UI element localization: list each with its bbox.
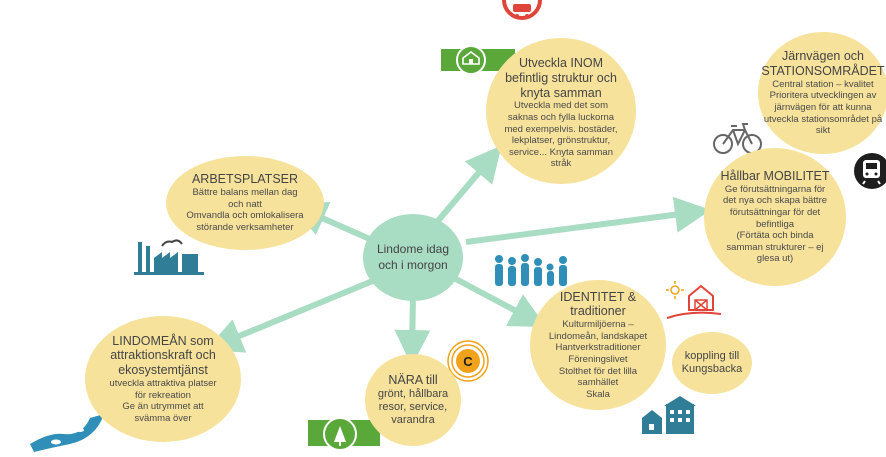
bubble-lindomean: LINDOMEÅN som attraktionskraft och ekosy… [85, 316, 241, 442]
arbetsplatser-title: ARBETSPLATSER [191, 172, 299, 187]
center-bubble: Lindome idag och i morgon [363, 214, 463, 301]
barn-sun-icon [663, 280, 723, 327]
inom-line: saknas och fylla luckorna [507, 111, 615, 123]
houses-icon [640, 396, 698, 441]
inom-line: service... Knyta samman [508, 146, 613, 158]
green-tree-icon [308, 414, 380, 457]
center-title-line1: Lindome idag [376, 241, 450, 256]
bus-icon [500, 0, 544, 43]
mobilitet-line: samman strukturer – ej [726, 241, 824, 253]
jarnvagen-line: järnvägen för att kunna [774, 101, 872, 113]
inom-title-line: knyta samman [520, 85, 602, 100]
green-house-icon [441, 45, 515, 80]
mobilitet-line: glesa ut) [756, 253, 794, 265]
inom-line: med exempelvis. bostäder, [504, 123, 618, 135]
mobilitet-line: befintliga [755, 218, 795, 230]
mobilitet-title: Hållbar MOBILITET [720, 169, 830, 184]
badge-letter: C [463, 354, 473, 369]
bubble-utveckla-inom: Utveckla INOM befintlig struktur och kny… [486, 38, 636, 184]
arbetsplatser-line: störande verksamheter [196, 221, 294, 233]
identitet-line: Skala [586, 388, 610, 400]
bubble-nara: NÄRA till grönt, hållbara resor, service… [365, 354, 461, 446]
people-group-icon [493, 253, 573, 294]
identitet-line: Hantverkstraditioner [555, 342, 641, 354]
identitet-line: Stolthet för det lilla [558, 365, 638, 377]
lindomean-title-line: ekosystemtjänst [118, 363, 208, 378]
jarnvagen-line: utveckla stationsområdet på [763, 113, 883, 125]
jarnvagen-line: sikt [815, 125, 831, 137]
jarnvagen-line: Prioritera utvecklingen av [769, 90, 877, 102]
mobilitet-line: Ge förutsättningarna för [724, 183, 826, 195]
center-title-line2: och i morgon [378, 257, 448, 272]
arrow-to-mobilitet [465, 196, 711, 245]
jarnvagen-title-line: STATIONSOMRÅDET [761, 64, 885, 79]
inom-line: stråk [550, 158, 572, 170]
nara-line: varandra [391, 413, 435, 426]
arbetsplatser-line: Omvandla och omlokalisera [186, 210, 304, 222]
identitet-line: Föreningslivet [568, 353, 628, 365]
mobilitet-line: det nya och skapa bättre [722, 195, 828, 207]
bubble-identitet: IDENTITET & traditioner Kulturmiljöerna … [530, 280, 666, 410]
mobilitet-line: förutsättningar för det [729, 207, 821, 218]
lindomean-line: Ge än utrymmet att [122, 401, 204, 413]
bubble-jarnvagen: Järnvägen och STATIONSOMRÅDET Central st… [758, 32, 886, 154]
inom-line: lekplatser, grönstruktur, [511, 135, 611, 147]
bubble-kungsbacka: koppling till Kungsbacka [672, 332, 752, 394]
jarnvagen-title-line: Järnvägen och [781, 49, 864, 64]
bubble-arbetsplatser: ARBETSPLATSER Bättre balans mellan dag o… [166, 156, 324, 250]
nara-title: NÄRA till [388, 373, 438, 388]
arrow-to-identitet [452, 275, 547, 328]
arrow-to-nara [394, 295, 431, 366]
nara-line: resor, service, [378, 400, 448, 413]
arbetsplatser-line: Bättre balans mellan dag [192, 187, 298, 199]
lindomean-title-line: LINDOMEÅN som [112, 333, 214, 348]
inom-title-line: befintlig struktur och [505, 70, 617, 85]
arrow-to-lindomean [206, 277, 377, 353]
inom-line: Utveckla med det som [514, 100, 608, 112]
lindomean-line: utveckla attraktiva platser [109, 377, 217, 389]
river-fish-icon [30, 404, 106, 457]
kungsbacka-line: Kungsbacka [681, 363, 743, 375]
identitet-title-line: IDENTITET & [559, 289, 637, 304]
lindomean-title-line: attraktionskraft och [110, 348, 216, 363]
inom-title-line: Utveckla INOM [518, 56, 604, 71]
lindomean-line: för rekreation [135, 389, 191, 401]
arbetsplatser-line: och natt [228, 198, 262, 210]
mobilitet-line: (Förtäta och binda [736, 230, 814, 242]
lindomean-line: svämma över [134, 412, 192, 424]
factory-icon [134, 236, 204, 281]
train-icon [853, 152, 886, 195]
nara-line: grönt, hållbara [377, 387, 449, 400]
identitet-line: samhället [577, 377, 619, 389]
c-badge-icon: C [446, 339, 490, 388]
kungsbacka-line: koppling till [684, 350, 740, 363]
jarnvagen-line: Central station – kvalitet [772, 78, 874, 90]
bubble-mobilitet: Hållbar MOBILITET Ge förutsättningarna f… [704, 148, 846, 286]
identitet-line: Kulturmiljöerna – [562, 319, 634, 331]
identitet-title-line: traditioner [570, 304, 626, 319]
identitet-line: Lindomeån, landskapet [548, 330, 648, 342]
arrow-to-inom [434, 145, 502, 224]
